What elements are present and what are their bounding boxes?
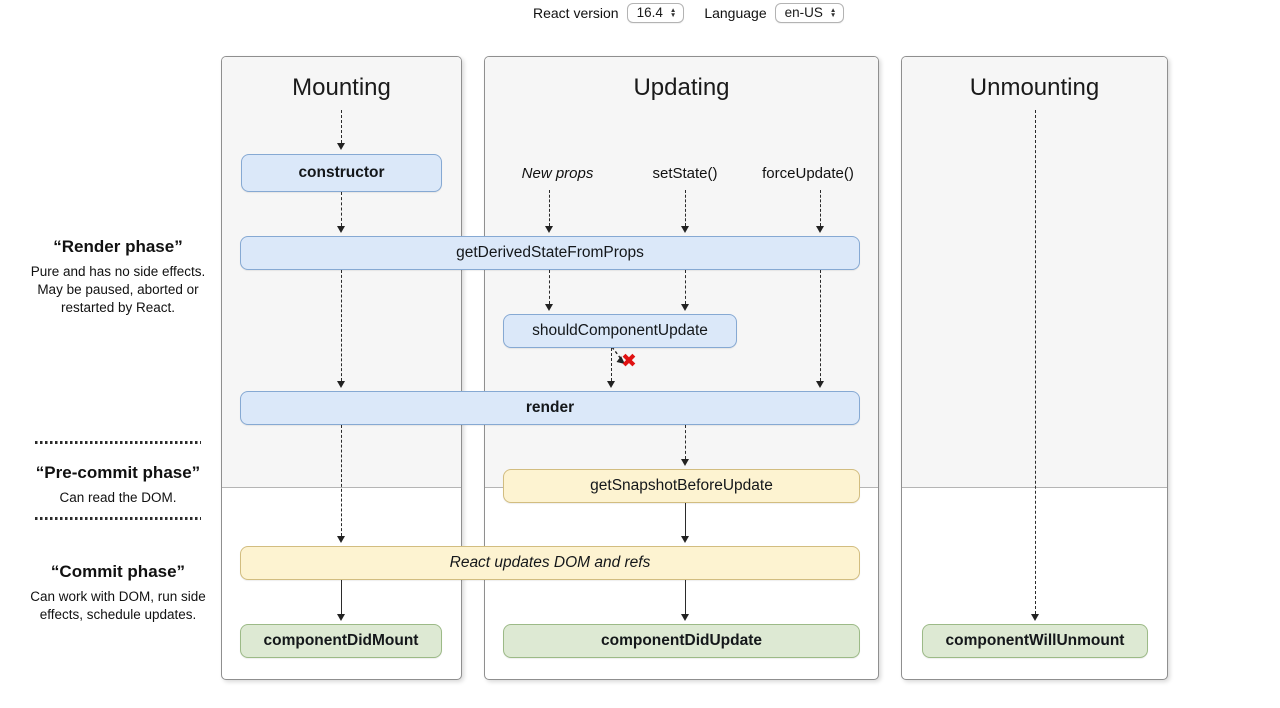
node-get-derived-state-from-props[interactable]: getDerivedStateFromProps: [240, 236, 860, 270]
react-version-value: 16.4: [636, 5, 663, 20]
flow-arrow: [545, 190, 554, 233]
node-constructor[interactable]: constructor: [241, 154, 442, 192]
node-react-updates-dom: React updates DOM and refs: [240, 546, 860, 580]
flow-arrow: [337, 580, 346, 621]
flow-arrow: [545, 270, 554, 311]
flow-arrow: [681, 425, 690, 466]
pre-commit-phase-title: “Pre-commit phase”: [35, 463, 201, 482]
trigger-set-state: setState(): [652, 165, 718, 182]
toolbar: React version 16.4 ▲▼ Language en-US ▲▼: [533, 3, 845, 23]
flow-arrow: [681, 503, 690, 543]
flow-arrow: [816, 270, 825, 388]
pre-commit-phase-annotation: “Pre-commit phase” Can read the DOM.: [28, 463, 208, 507]
flow-arrow: [337, 110, 346, 150]
commit-phase-annotation: “Commit phase” Can work with DOM, run si…: [28, 562, 208, 624]
node-render[interactable]: render: [240, 391, 860, 425]
language-label: Language: [704, 5, 767, 21]
abort-branch-arrow: [611, 346, 625, 364]
mounting-column-title: Mounting: [292, 74, 391, 101]
flow-arrow: [337, 270, 346, 388]
flow-arrow: [1031, 110, 1040, 621]
node-component-will-unmount[interactable]: componentWillUnmount: [922, 624, 1148, 658]
language-select[interactable]: en-US ▲▼: [774, 3, 845, 23]
react-version-select[interactable]: 16.4 ▲▼: [626, 3, 685, 23]
phase-divider: [35, 517, 201, 520]
react-version-label: React version: [533, 5, 619, 21]
flow-arrow: [681, 190, 690, 233]
flow-arrow: [337, 192, 346, 233]
unmounting-column-title: Unmounting: [969, 74, 1100, 101]
render-phase-shading: [902, 57, 1167, 488]
flow-arrow: [681, 580, 690, 621]
node-component-did-mount[interactable]: componentDidMount: [240, 624, 442, 658]
unmounting-column: Unmounting: [901, 56, 1168, 680]
node-component-did-update[interactable]: componentDidUpdate: [503, 624, 860, 658]
pre-commit-phase-description: Can read the DOM.: [59, 490, 177, 505]
render-phase-annotation: “Render phase” Pure and has no side effe…: [28, 237, 208, 317]
updating-column-title: Updating: [633, 74, 730, 101]
trigger-new-props: New props: [521, 165, 594, 182]
render-phase-description: Pure and has no side effects. May be pau…: [30, 264, 206, 315]
select-stepper-icon: ▲▼: [829, 6, 837, 19]
commit-phase-title: “Commit phase”: [50, 562, 186, 581]
flow-arrow: [337, 425, 346, 543]
node-should-component-update[interactable]: shouldComponentUpdate: [503, 314, 737, 348]
flow-arrow: [681, 270, 690, 311]
node-get-snapshot-before-update[interactable]: getSnapshotBeforeUpdate: [503, 469, 860, 503]
render-aborted-icon: ✖: [621, 351, 637, 372]
flow-arrow: [607, 348, 616, 388]
flow-arrow: [816, 190, 825, 233]
phase-divider: [35, 441, 201, 444]
language-value: en-US: [784, 5, 823, 20]
trigger-force-update: forceUpdate(): [762, 165, 854, 182]
select-stepper-icon: ▲▼: [669, 6, 677, 19]
commit-phase-description: Can work with DOM, run side effects, sch…: [30, 589, 206, 622]
render-phase-title: “Render phase”: [53, 237, 183, 256]
